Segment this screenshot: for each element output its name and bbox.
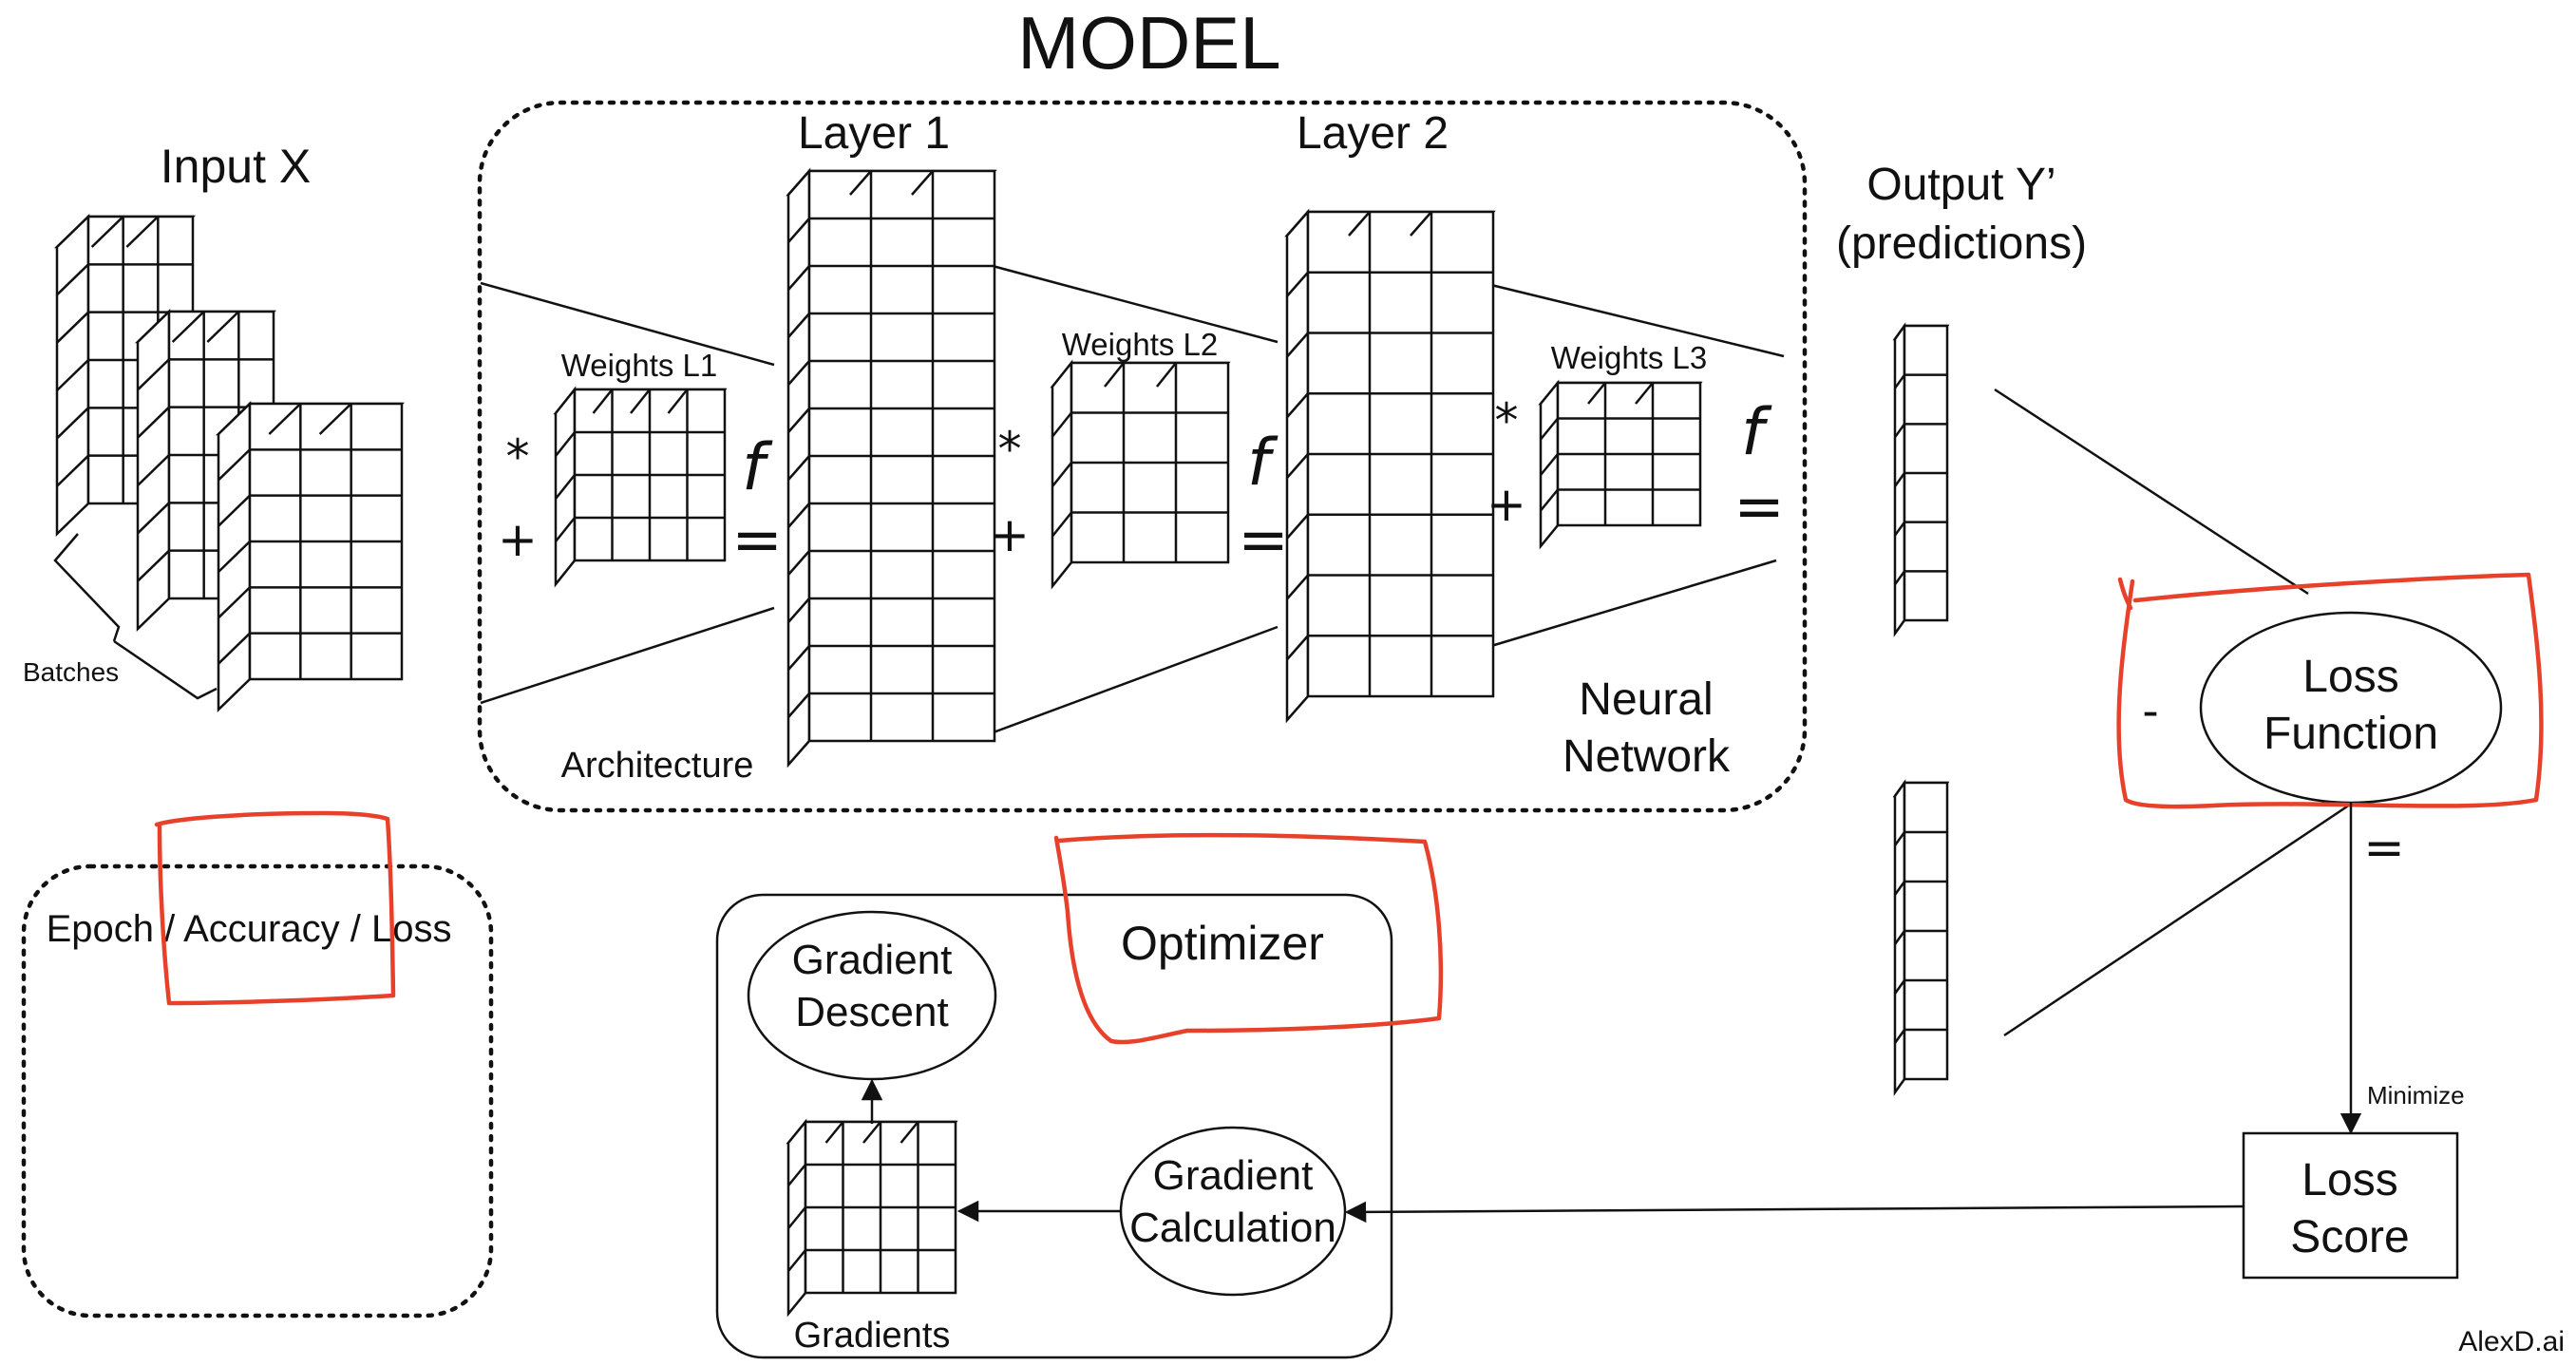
- loss-equals-sign: =: [2363, 820, 2405, 877]
- multiply-sign-2: *: [998, 422, 1022, 477]
- add-sign-1: +: [498, 512, 538, 567]
- weights-l2-label: Weights L2: [1062, 327, 1218, 362]
- gradient-calculation-label-line1: Gradient: [1153, 1152, 1314, 1199]
- optimizer-highlight: [1053, 832, 1444, 1045]
- layer-2-cube: [1284, 208, 1496, 724]
- optimizer-box: [715, 893, 1393, 1359]
- diagram-title: MODEL: [1017, 1, 1280, 85]
- output-label-line1: Output Y’: [1866, 160, 2055, 210]
- add-sign-2: +: [990, 507, 1030, 562]
- minimize-label: Minimize: [2367, 1081, 2465, 1110]
- architecture-label: Architecture: [561, 746, 754, 786]
- gradients-cube: [786, 1118, 958, 1318]
- activation-f-1: f: [742, 430, 773, 505]
- target-to-loss-line: [2003, 799, 2357, 1037]
- weights-l3-cube: [1538, 379, 1703, 550]
- weights-l1-grid: [553, 386, 728, 588]
- input-batch-stacks: [53, 214, 406, 712]
- batches-brace: [53, 533, 218, 700]
- weights-l1-label: Weights L1: [561, 348, 717, 383]
- metrics-label: Epoch / Accuracy / Loss: [47, 908, 452, 950]
- accuracy-highlight: [154, 810, 396, 1006]
- gradient-descent-label-line2: Descent: [795, 989, 948, 1035]
- loss-function-ellipse: [2199, 611, 2503, 805]
- multiply-sign-3: *: [1495, 393, 1519, 448]
- equals-sign-1: =: [731, 505, 783, 576]
- output-label-line2: (predictions): [1836, 218, 2087, 269]
- loss-score-to-gradient-calc-arrow: [1344, 1201, 2245, 1224]
- weights-l3-grid: [1538, 379, 1703, 550]
- layer-2-block: [1284, 208, 1496, 724]
- layer-2-label: Layer 2: [1297, 108, 1449, 159]
- loss-function-label-line2: Function: [2263, 709, 2438, 759]
- model-boundary: [477, 100, 1808, 813]
- layer-1-block: [786, 167, 997, 768]
- batches-label: Batches: [23, 657, 119, 687]
- gradients-label: Gradients: [794, 1316, 951, 1356]
- output-column-2: [1892, 779, 1950, 1096]
- neural-network-label-line1: Neural: [1579, 674, 1713, 725]
- gradient-calculation-label-line2: Calculation: [1129, 1205, 1336, 1251]
- loss-score-label-line2: Score: [2290, 1212, 2409, 1262]
- gradient-descent-label-line1: Gradient: [792, 937, 953, 983]
- activation-f-3: f: [1741, 395, 1772, 470]
- weights-l3-label: Weights L3: [1551, 340, 1707, 375]
- equals-sign-2: =: [1238, 505, 1289, 576]
- output-column-1: [1892, 322, 1950, 637]
- input-batch-3: [215, 401, 406, 712]
- layer-1-label: Layer 1: [798, 108, 950, 159]
- prediction-to-loss-line: [1994, 388, 2309, 596]
- loss-function-highlight: [2116, 572, 2544, 809]
- metrics-box: [21, 863, 494, 1319]
- add-sign-3: +: [1487, 477, 1526, 532]
- input-label: Input X: [161, 140, 311, 193]
- weights-l2-cube: [1050, 359, 1231, 590]
- layer-1-cube: [786, 167, 997, 768]
- activation-f-2: f: [1247, 426, 1279, 501]
- weights-l2-grid: [1050, 359, 1231, 590]
- multiply-sign-1: *: [506, 429, 530, 484]
- loss-function-label-line1: Loss: [2302, 652, 2398, 702]
- optimizer-label: Optimizer: [1121, 917, 1324, 970]
- layer-connection-lines: [480, 264, 1785, 738]
- output-target-column: [1892, 779, 1950, 1096]
- loss-score-box: [2242, 1131, 2459, 1280]
- weights-l1-cube: [553, 386, 728, 588]
- minus-sign: -: [2142, 685, 2158, 738]
- neural-network-label-line2: Network: [1563, 731, 1731, 782]
- loss-score-label-line1: Loss: [2301, 1155, 2397, 1205]
- gradients-grid: [786, 1118, 958, 1318]
- credit-label: AlexD.ai: [2458, 1326, 2565, 1357]
- equals-sign-3: =: [1733, 472, 1785, 542]
- output-predictions-column: [1892, 322, 1950, 637]
